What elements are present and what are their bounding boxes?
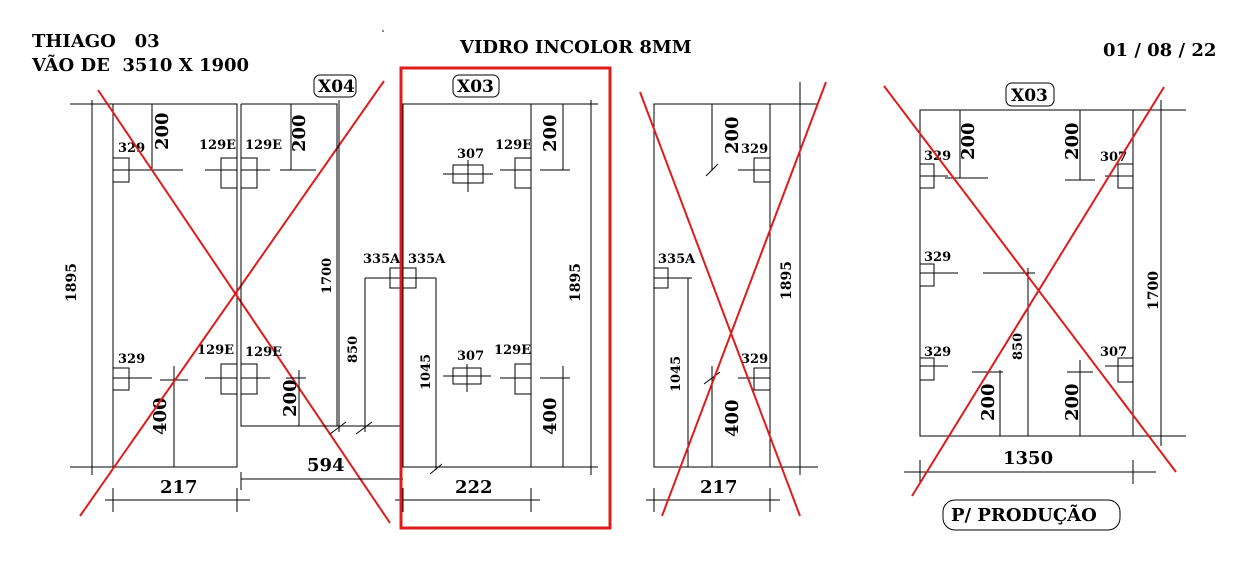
panel-4-hole-mid-label: 335A xyxy=(658,252,696,267)
panel-4: 1895 217 200 400 1045 335A 329 329 xyxy=(639,81,827,517)
panel-1-hole-tl-label: 329 xyxy=(118,141,145,156)
panel-3-tag: X03 xyxy=(457,77,494,97)
panel-2-hole-mid-r-label: 335A xyxy=(408,252,446,267)
panel-5-hole-ml-label: 329 xyxy=(924,250,951,265)
panel-3-hole-top-label: 307 xyxy=(457,147,484,162)
opening-label: VÃO DE 3510 X 1900 xyxy=(31,53,249,76)
panel-1-hole-bl xyxy=(112,367,130,391)
panel-5-hole-ml xyxy=(919,263,935,287)
panel-5-hole-bl xyxy=(919,357,935,381)
panel-3: X03 1895 222 200 400 1045 307 129E 307 xyxy=(395,66,612,530)
panel-5-width: 1350 xyxy=(1003,448,1053,469)
panel-5-bottom-dim-l: 200 xyxy=(978,383,999,421)
panel-2-hole-bl-label: 129E xyxy=(245,345,282,360)
panel-2-height-dim: 1700 xyxy=(320,258,335,294)
panel-3-hole-br-label: 129E xyxy=(494,343,531,358)
panel-3-tag-box xyxy=(452,74,500,98)
panel-5-cancel-line xyxy=(883,85,1177,473)
panel-5-top-dim-r: 200 xyxy=(1062,122,1083,160)
panel-5-tag: X03 xyxy=(1011,86,1048,106)
panel-5-top-dim-l: 200 xyxy=(958,122,979,160)
panel-3-selection-box[interactable] xyxy=(399,66,612,530)
panel-4-hole-br-label: 329 xyxy=(741,352,768,367)
panel-1-cancel-line xyxy=(97,89,391,524)
panel-3-height: 1895 xyxy=(568,263,584,302)
panel-4-hole-br xyxy=(753,367,771,391)
panel-4-top-dim: 200 xyxy=(722,116,743,154)
panel-1-hole-br-label: 129E xyxy=(197,343,234,358)
stray-mark xyxy=(382,30,384,32)
panel-5-hole-br-label: 307 xyxy=(1100,345,1127,360)
panel-3-hole-tr-label: 129E xyxy=(495,138,532,153)
panel-4-cancel-line xyxy=(661,81,827,517)
panel-1-cancel-line xyxy=(79,80,385,517)
panel-4-inner-dim: 1045 xyxy=(669,356,684,392)
panel-4-bottom-dim: 400 xyxy=(722,399,743,437)
panel-1-hole-br xyxy=(220,363,238,395)
panel-3-hole-br xyxy=(514,363,532,395)
panel-1-bottom-dim: 400 xyxy=(150,397,171,435)
panel-1-hole-tr xyxy=(220,157,238,189)
production-note: P/ PRODUÇÃO xyxy=(951,503,1097,526)
panel-2: X04 594 200 200 1700 850 129E 129E 335A … xyxy=(240,74,446,490)
panel-1-hole-bl-label: 329 xyxy=(118,352,145,367)
date-label: 01 / 08 / 22 xyxy=(1103,40,1216,61)
panel-2-bottom-dim: 200 xyxy=(280,379,301,417)
panel-5-hole-bl-label: 329 xyxy=(924,345,951,360)
panel-5-hole-tr-label: 307 xyxy=(1100,150,1127,165)
production-note-box xyxy=(942,499,1121,531)
panel-2-top-dim: 200 xyxy=(289,114,310,152)
panel-2-hole-bl xyxy=(240,363,258,395)
panel-3-width: 222 xyxy=(455,477,493,498)
panel-5-height: 1700 xyxy=(1146,271,1162,310)
panel-5-cancel-line xyxy=(911,86,1165,497)
panel-3-outline xyxy=(402,103,532,468)
panel-2-tag-box xyxy=(313,74,357,98)
panel-2-overall-width: 594 xyxy=(307,455,345,476)
panel-1-width: 217 xyxy=(160,477,198,498)
panel-2-hole-mid-l-label: 335A xyxy=(363,252,401,267)
panel-3-top-dim: 200 xyxy=(540,114,561,152)
panel-1-height: 1895 xyxy=(64,263,80,302)
panel-1-outline xyxy=(112,103,238,468)
panel-4-width: 217 xyxy=(700,477,738,498)
panel-5-inner-dim: 850 xyxy=(1011,333,1026,360)
panel-5-tag-box xyxy=(1005,82,1055,107)
panel-1-top-dim: 200 xyxy=(152,112,173,150)
panel-2-hole-tl xyxy=(240,157,258,189)
client-label: THIAGO 03 xyxy=(32,31,160,52)
panel-5-bottom-dim-r: 200 xyxy=(1062,383,1083,421)
panel-3-bottom-dim: 400 xyxy=(540,397,561,435)
panel-3-hole-tr xyxy=(514,157,532,189)
panel-2-tag: X04 xyxy=(318,77,355,97)
panel-4-hole-tr-label: 329 xyxy=(741,142,768,157)
panel-4-cancel-line xyxy=(639,91,801,517)
panel-4-height: 1895 xyxy=(779,261,795,300)
panel-2-hole-tl-label: 129E xyxy=(245,138,282,153)
panel-5-hole-br xyxy=(1117,357,1134,383)
glass-label: VIDRO INCOLOR 8MM xyxy=(459,37,692,58)
panel-3-hole-bottom-label: 307 xyxy=(457,349,484,364)
panel-2-inner-dim: 850 xyxy=(346,336,361,363)
panel-1-hole-tr-label: 129E xyxy=(199,138,236,153)
panel-3-inner-dim: 1045 xyxy=(419,354,434,390)
panel-1: 1895 217 200 400 329 129E 329 129E xyxy=(64,80,391,524)
panel-5: X03 1700 1350 200 200 200 200 850 329 xyxy=(883,82,1186,531)
